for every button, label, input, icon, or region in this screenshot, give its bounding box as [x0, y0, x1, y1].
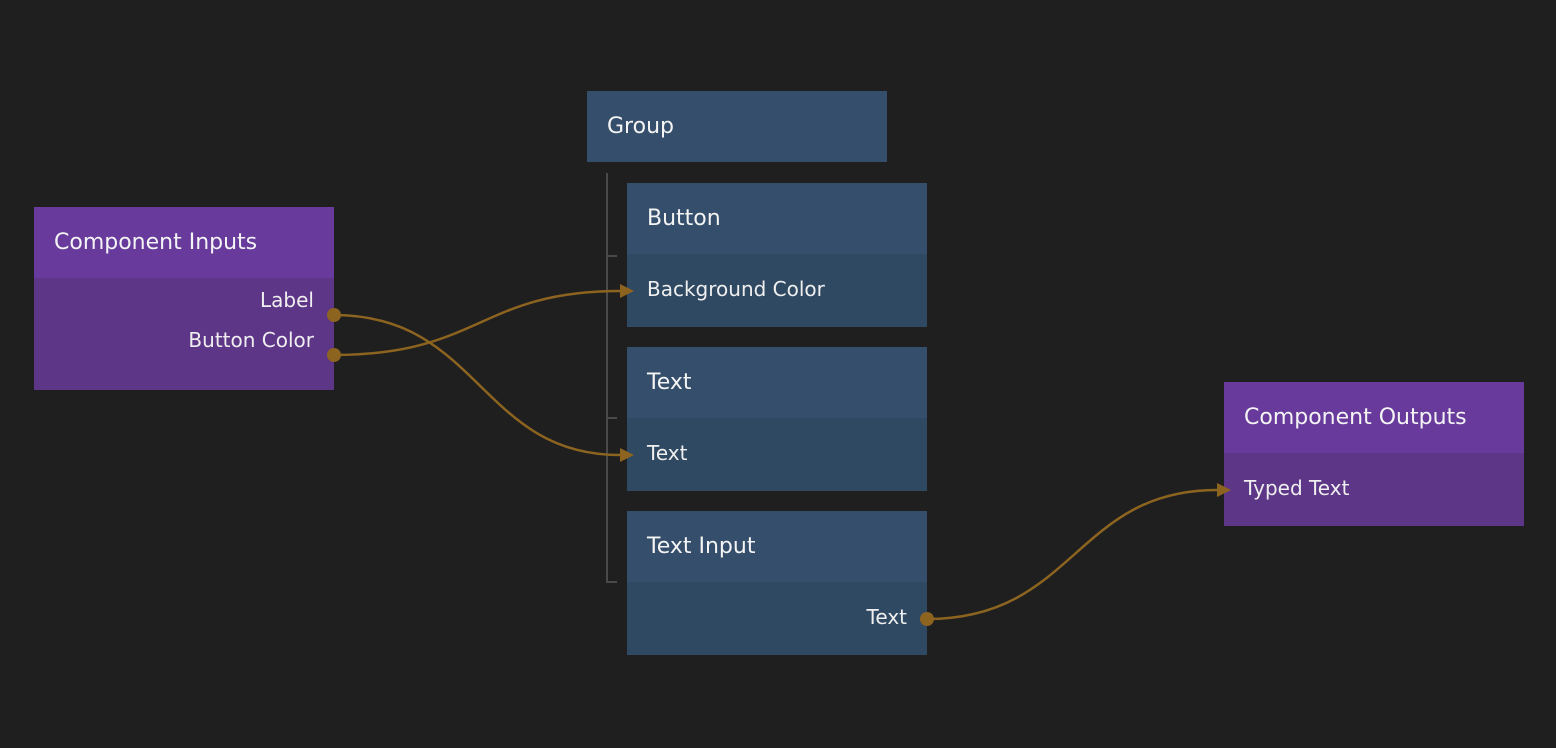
port-text[interactable]: Text [647, 441, 688, 465]
wire-text-to-typed-text[interactable] [926, 488, 1218, 621]
port-typed-text[interactable]: Typed Text [1244, 476, 1350, 500]
hierarchy-tick-text [606, 417, 617, 419]
port-text-output[interactable]: Text [866, 605, 907, 629]
wire-button-color-to-background-color[interactable] [333, 289, 621, 357]
node-title: Text Input [627, 511, 927, 582]
button-node[interactable]: Button Background Color [627, 183, 927, 327]
hierarchy-tick-text-input [606, 581, 617, 583]
text-node[interactable]: Text Text [627, 347, 927, 491]
node-title: Component Inputs [34, 207, 334, 278]
wire-label-to-text[interactable] [333, 313, 621, 457]
hierarchy-line-vertical [606, 173, 608, 583]
node-title: Component Outputs [1224, 382, 1524, 453]
group-node[interactable]: Group [587, 91, 887, 162]
text-input-node[interactable]: Text Input Text [627, 511, 927, 655]
node-body: Background Color [627, 254, 927, 327]
node-body: Text [627, 582, 927, 655]
port-button-color[interactable]: Button Color [188, 328, 314, 352]
node-body: Label Button Color [34, 278, 334, 390]
port-background-color[interactable]: Background Color [647, 277, 825, 301]
node-title: Text [627, 347, 927, 418]
component-inputs-node[interactable]: Component Inputs Label Button Color [34, 207, 334, 390]
component-outputs-node[interactable]: Component Outputs Typed Text [1224, 382, 1524, 526]
port-label[interactable]: Label [260, 288, 314, 312]
node-body: Text [627, 418, 927, 491]
node-title: Button [627, 183, 927, 254]
hierarchy-tick-button [606, 255, 617, 257]
node-title: Group [587, 91, 887, 162]
node-body: Typed Text [1224, 453, 1524, 526]
